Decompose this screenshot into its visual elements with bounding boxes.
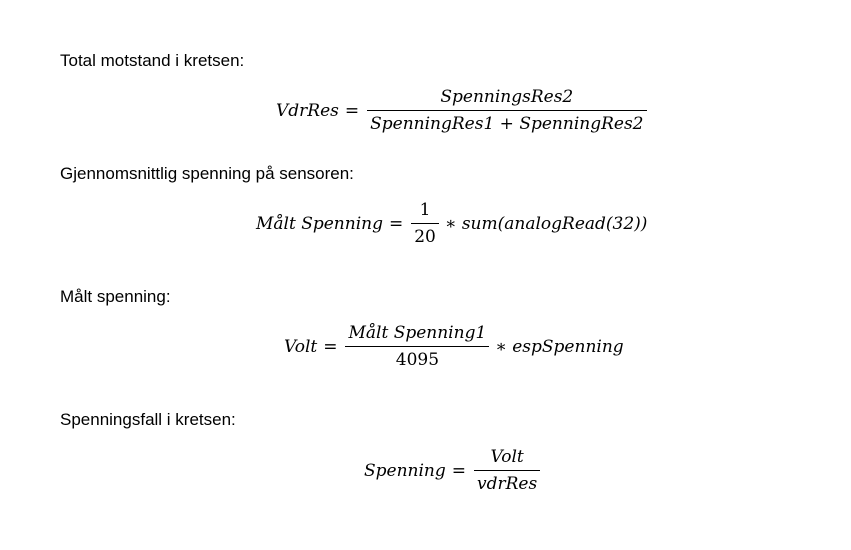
heading-average-voltage: Gjennomsnittlig spenning på sensoren: — [60, 164, 354, 183]
heading-voltage-drop: Spenningsfall i kretsen: — [60, 410, 236, 429]
equation-vdr-res: VdrRes = SpenningsRes2 SpenningRes1 + Sp… — [276, 86, 649, 135]
fraction-denominator: SpenningRes1 + SpenningRes2 — [370, 114, 644, 134]
equation-spenning: Spenning = Volt vdrRes — [364, 446, 542, 495]
fraction: Målt Spenning1 4095 — [345, 322, 490, 371]
equation-lhs: Spenning — [364, 460, 446, 481]
equals-sign: = — [323, 336, 338, 357]
heading-total-resistance: Total motstand i kretsen: — [60, 51, 245, 70]
equals-sign: = — [344, 100, 360, 121]
equals-sign: = — [388, 213, 404, 234]
equation-lhs: Målt Spenning — [256, 213, 383, 234]
heading-measured-voltage: Målt spenning: — [60, 287, 171, 306]
equation-measured-voltage: Målt Spenning = 1 20 ∗ sum(analogRead(32… — [256, 199, 647, 248]
fraction: Volt vdrRes — [474, 446, 541, 495]
fraction-numerator: Målt Spenning1 — [348, 323, 487, 343]
fraction: SpenningsRes2 SpenningRes1 + SpenningRes… — [367, 86, 647, 135]
fraction-bar — [367, 110, 647, 111]
fraction-numerator: 1 — [419, 200, 431, 220]
equals-sign: = — [451, 460, 467, 481]
fraction-denominator: 20 — [414, 227, 436, 247]
fraction-bar — [474, 470, 541, 471]
fraction-denominator: 4095 — [395, 350, 440, 370]
equation-lhs: VdrRes — [276, 100, 339, 121]
fraction-numerator: SpenningsRes2 — [440, 87, 574, 107]
equation-lhs: Volt — [284, 336, 318, 357]
equation-rhs: ∗ espSpenning — [495, 336, 624, 357]
fraction-bar — [411, 223, 439, 224]
fraction-numerator: Volt — [490, 447, 524, 467]
fraction: 1 20 — [411, 199, 439, 248]
fraction-bar — [345, 346, 490, 347]
equation-volt: Volt = Målt Spenning1 4095 ∗ espSpenning — [284, 322, 624, 371]
fraction-denominator: vdrRes — [477, 474, 538, 494]
equation-rhs: ∗ sum(analogRead(32)) — [444, 213, 648, 234]
